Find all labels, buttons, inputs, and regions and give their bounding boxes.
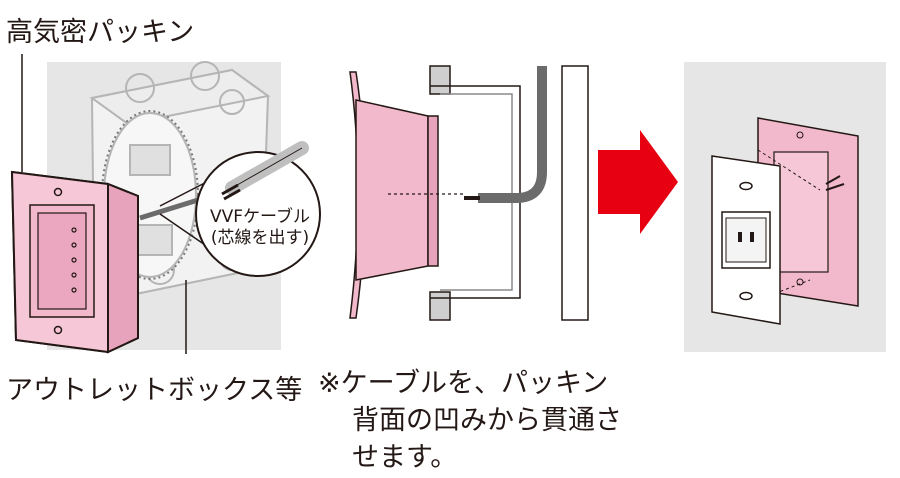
vvf-callout-bubble (195, 151, 321, 277)
box-cable (139, 197, 199, 221)
vvf-cable-label: VVFケーブル (209, 207, 311, 227)
cable-note: ※ケーブルを、パッキン 背面の凹みから貫通さ せます。 (318, 365, 658, 476)
note-line-1: ※ケーブルを、パッキン (318, 368, 609, 399)
note-line-3: せます。 (352, 442, 458, 473)
vvf-cable-sublabel: (芯線を出す) (210, 228, 310, 248)
packing-label: 高気密パッキン (6, 17, 195, 48)
panel-2-cross-section (349, 65, 589, 321)
outlet-box-label: アウトレットボックス等 (6, 375, 303, 406)
panel-1-install-view (10, 54, 321, 354)
vvf-callout-text: VVFケーブル (芯線を出す) (190, 207, 330, 249)
note-line-2: 背面の凹みから貫通さ (352, 405, 622, 436)
vvf-cable-detail (221, 141, 309, 201)
airtight-packing (10, 170, 139, 354)
panel-3-finished-view (684, 62, 886, 352)
next-step-arrow (598, 130, 678, 234)
